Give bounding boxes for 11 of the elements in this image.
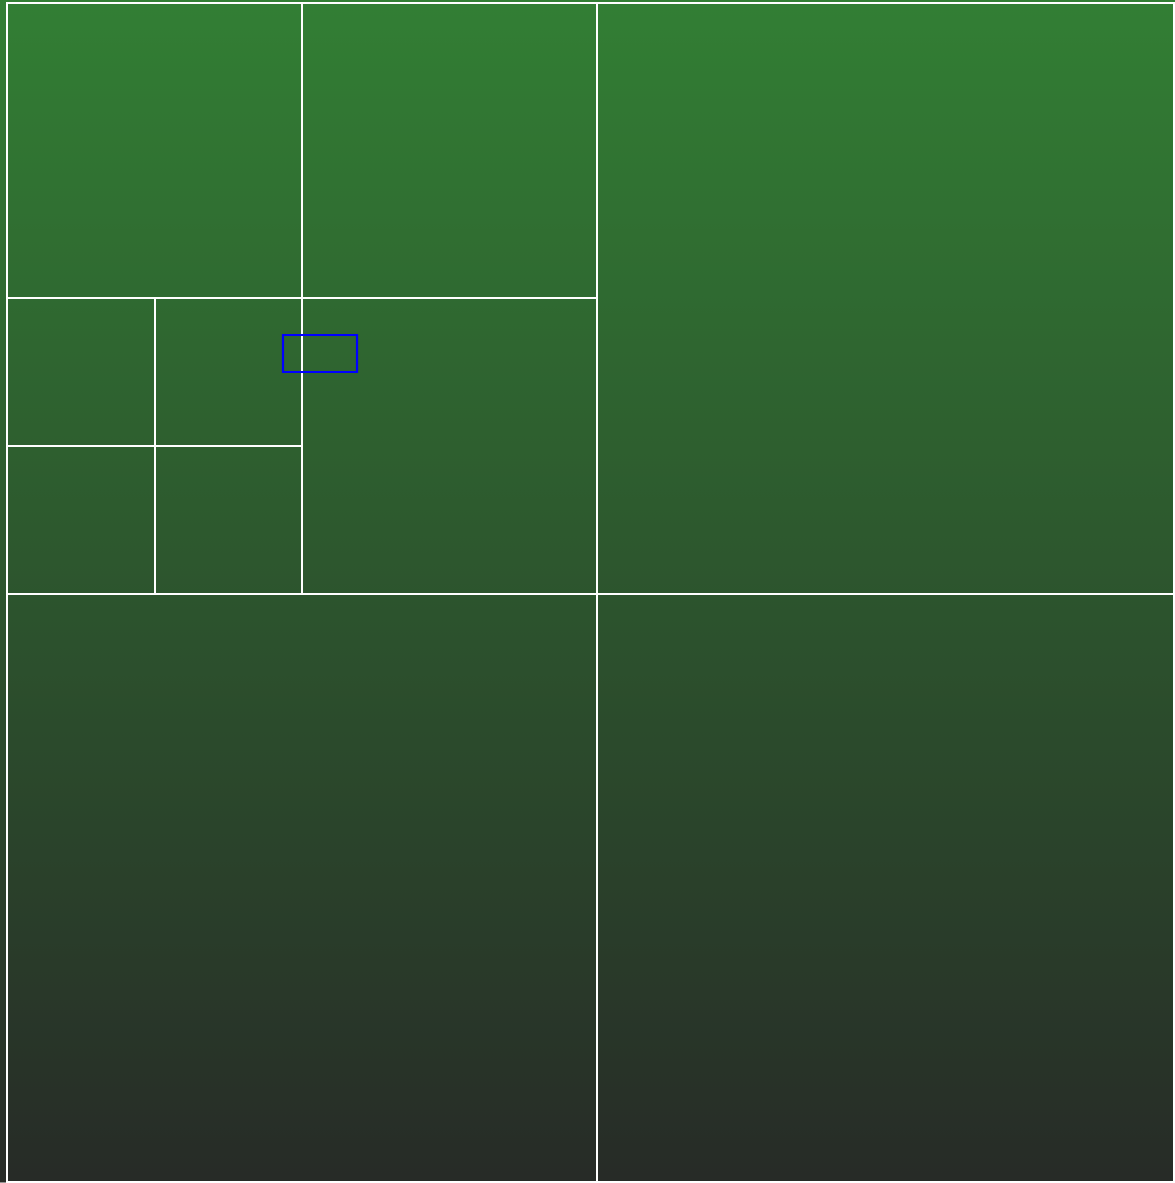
grid-cell [596,2,1175,595]
grid-cell [6,593,598,1183]
grid-cell [154,297,303,447]
grid-cell [6,297,156,447]
grid-cell [301,297,598,595]
grid-cell [6,2,303,299]
highlight-box [281,333,359,374]
grid-cell [301,2,598,299]
grid-cell [6,445,156,595]
grid-cell [596,593,1175,1183]
grid-cell [154,445,303,595]
